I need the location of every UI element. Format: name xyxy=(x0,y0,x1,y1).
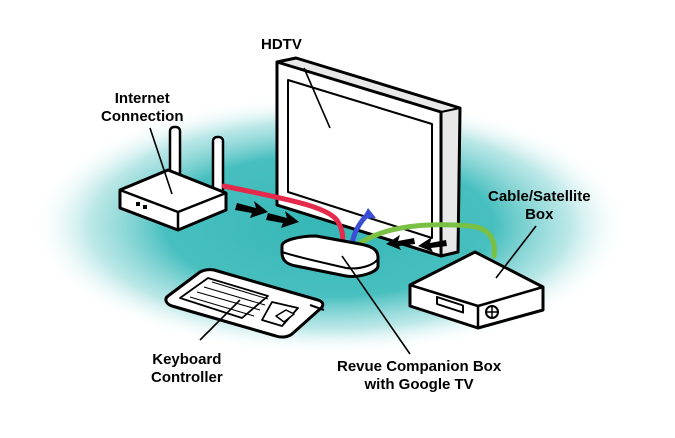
arrow-cable-1 xyxy=(386,235,415,250)
hdtv-label-line: HDTV xyxy=(261,36,302,53)
cable-label-line-2: Box xyxy=(525,206,554,223)
revue-label-line-2: with Google TV xyxy=(364,376,474,393)
keyboard-label-line-1: Keyboard xyxy=(152,351,222,368)
leader-lines xyxy=(149,67,537,355)
keyboard-controller xyxy=(164,268,325,339)
cable-green xyxy=(353,222,497,259)
internet-connection-label: Internet Connection xyxy=(101,90,184,126)
arrow-router-1 xyxy=(235,201,268,218)
cable-label-line-1: Cable/Satellite xyxy=(488,188,591,205)
arrow-router-2 xyxy=(266,211,299,228)
leader-revue xyxy=(341,255,411,355)
cable-red xyxy=(221,183,346,251)
revue-companion-box xyxy=(280,234,380,278)
leader-internet xyxy=(149,127,173,195)
internet-label-line-1: Internet xyxy=(114,90,170,107)
keyboard-label-line-2: Controller xyxy=(151,369,223,386)
flow-arrows xyxy=(235,201,447,252)
revue-companion-label: Revue Companion Box with Google TV xyxy=(337,358,501,394)
leader-keyboard xyxy=(199,299,241,341)
keyboard-controller-label: Keyboard Controller xyxy=(151,351,223,387)
cable-satellite-box xyxy=(408,250,545,330)
internet-label-line-2: Connection xyxy=(101,108,184,125)
revue-label-line-1: Revue Companion Box xyxy=(337,358,502,375)
cable-blue-arrow xyxy=(362,208,376,219)
leader-hdtv xyxy=(303,67,331,129)
leader-cable xyxy=(495,225,537,279)
router-device xyxy=(118,125,228,232)
arrow-cable-2 xyxy=(418,237,447,252)
cable-satellite-label: Cable/Satellite Box xyxy=(488,188,591,224)
hdtv-label: HDTV xyxy=(261,36,302,54)
